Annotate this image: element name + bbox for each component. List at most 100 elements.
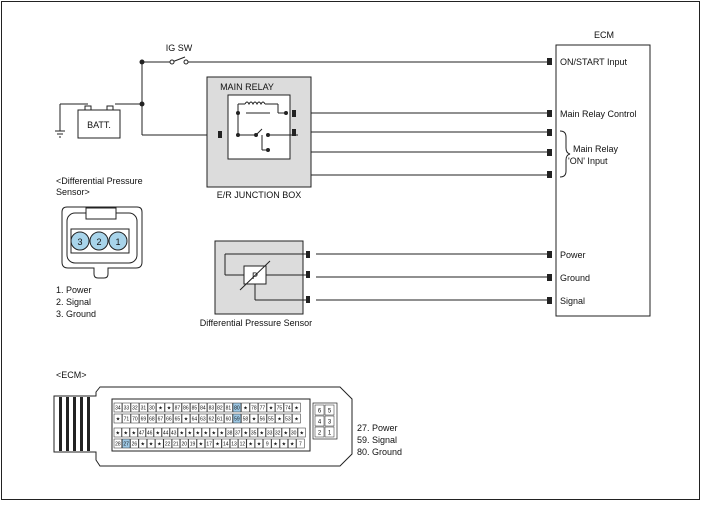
ecm-cavity-label: 80 — [234, 406, 240, 412]
ecm-cavity-label: ★ — [215, 442, 220, 448]
ecm-cavity-label: 14 — [223, 442, 229, 448]
ecm-cavity — [147, 413, 157, 424]
ecm-cavity-label: ★ — [179, 431, 184, 437]
ecm-cavity — [271, 438, 280, 449]
ecm-cavity — [266, 413, 276, 424]
ecm-cavity-label: 7 — [299, 442, 302, 448]
ecm-cavity-label: 85 — [192, 406, 198, 412]
ecm-cavity-label: 70 — [132, 417, 138, 423]
ecm-cavity — [190, 413, 199, 424]
ecm-side-cavity-label: 3 — [328, 420, 332, 426]
connector-pin-2 — [89, 231, 109, 251]
power-wires — [115, 56, 547, 301]
ecm-cavity-label: ★ — [259, 431, 264, 437]
ecm-cavity — [249, 413, 259, 424]
ecm-cavity — [257, 427, 266, 438]
ecm-cavity-label: ★ — [277, 417, 282, 423]
ecm-cavity-label: ★ — [131, 431, 136, 437]
ecm-cavity-label: ★ — [211, 431, 216, 437]
ecm-cavity — [241, 427, 250, 438]
main-relay-box — [227, 94, 291, 160]
ecm-cavity-label: 26 — [132, 442, 138, 448]
ecm-cavity — [146, 438, 156, 449]
ecm-side-cavity — [324, 426, 335, 438]
ecm-cavity — [163, 438, 172, 449]
ecm-cavity-label: ★ — [252, 417, 257, 423]
ecm-cavity-label: 37 — [235, 431, 241, 437]
ecm-cavity — [288, 438, 297, 449]
ecm-cavity — [241, 402, 250, 413]
ecm-cavity — [207, 402, 216, 413]
ecm-cavity — [224, 413, 233, 424]
ecm-side-cavity-label: 2 — [318, 431, 322, 437]
ig-switch: IG SW — [166, 43, 193, 65]
ecm-cavity — [121, 427, 130, 438]
ecm-cavity-label: 56 — [260, 417, 266, 423]
ecm-cavity-label: 27 — [123, 442, 129, 448]
ecm-cavity-label: ★ — [282, 442, 287, 448]
ecm-connector-ribs — [59, 397, 90, 451]
ecm-cavity-label: 68 — [149, 417, 155, 423]
ecm-cavity — [275, 402, 284, 413]
ecm-cavity-label: ★ — [157, 442, 162, 448]
ecm-pin-main-relay-on-1: Main Relay — [573, 144, 619, 154]
ecm-cavity — [238, 438, 247, 449]
ecm-cavity-label: 44 — [163, 431, 169, 437]
ecm-cavity — [113, 402, 123, 413]
ecm-cavity-label: 59 — [234, 417, 240, 423]
ecm-cavity-label: ★ — [187, 431, 192, 437]
ecm-cavity — [213, 438, 222, 449]
ecm-cavity-label: 55 — [268, 417, 274, 423]
ecm-cavity — [130, 438, 139, 449]
ig-sw-label: IG SW — [166, 43, 193, 53]
ecm-cavity-label: ★ — [294, 417, 299, 423]
ecm-cavity-label: ★ — [243, 406, 248, 412]
ecm-cavity — [215, 402, 225, 413]
ecm-cavity-label: 69 — [141, 417, 147, 423]
ecm-cavity — [201, 427, 210, 438]
ecm-cavity-label: ★ — [123, 431, 128, 437]
ecm-cavity — [156, 402, 165, 413]
ecm-side-cavity — [314, 415, 325, 427]
ecm-side-frame — [312, 402, 338, 440]
ecm-cavity — [207, 413, 216, 424]
ecm-cavity-label: 86 — [183, 406, 189, 412]
ecm-cavity — [297, 427, 306, 438]
connector-pin-label: 3 — [77, 237, 82, 247]
ecm-cavity — [193, 427, 202, 438]
ecm-cavity-label: 75 — [277, 406, 283, 412]
ecm-cavity — [281, 427, 290, 438]
ecm-cavity — [265, 427, 274, 438]
ecm-cavity — [232, 402, 242, 413]
sensor-connector-view: <Differential Pressure Sensor> 3 2 1 1. … — [56, 176, 143, 319]
junction-box-label: E/R JUNCTION BOX — [217, 190, 302, 200]
ecm-cavity-label: 64 — [192, 417, 198, 423]
ecm-cavity-label: ★ — [158, 406, 163, 412]
ecm-cavity — [273, 427, 282, 438]
ecm-connector-title: <ECM> — [56, 370, 87, 380]
ecm-cavity — [113, 438, 122, 449]
ecm-brace — [559, 130, 571, 178]
ecm-cavity — [138, 438, 147, 449]
ecm-cavity-label: 61 — [217, 417, 223, 423]
ecm-cavity — [275, 413, 284, 424]
ecm-cavity — [296, 438, 305, 449]
ecm-legend-item: 59. Signal — [357, 435, 397, 445]
ecm-cavity — [185, 427, 194, 438]
ecm-side-cavity-label: 1 — [328, 431, 332, 437]
ecm-pin-ground: Ground — [560, 273, 590, 283]
ecm-cavity — [209, 427, 218, 438]
ecm-cavity — [266, 402, 276, 413]
ecm-cavity — [215, 413, 225, 424]
ecm-block: ECM ON/START Input Main Relay Control Ma… — [547, 30, 651, 317]
ecm-cavity-label: 63 — [200, 417, 206, 423]
ecm-cavity-label: 30 — [291, 431, 297, 437]
connector-pin-1 — [108, 231, 128, 251]
ecm-cavity — [122, 402, 131, 413]
ecm-legend-item: 80. Ground — [357, 447, 402, 457]
ecm-cavity — [233, 427, 242, 438]
battery-body — [77, 109, 121, 139]
ecm-cavity — [137, 427, 146, 438]
ecm-cavity — [241, 413, 250, 424]
